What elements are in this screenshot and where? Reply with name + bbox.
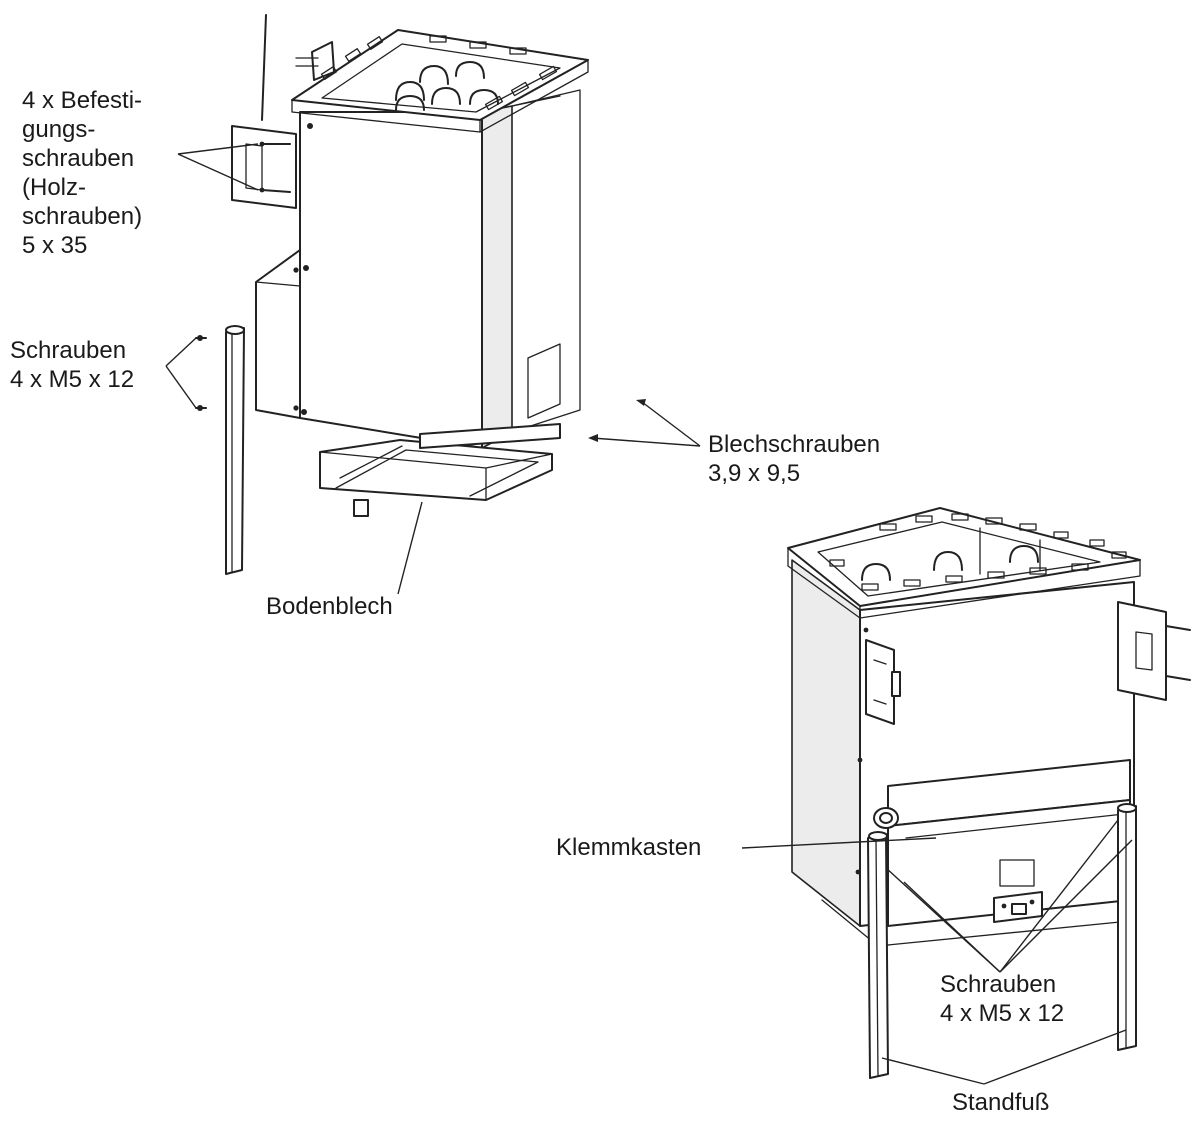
label-klemmkasten: Klemmkasten xyxy=(556,833,701,862)
label-line: Schrauben xyxy=(10,337,127,364)
label-bodenblech: Bodenblech xyxy=(266,592,393,621)
right-heater-assembled xyxy=(787,507,1191,1079)
label-standfuss: Standfuß xyxy=(952,1088,1049,1117)
label-line: gungs- xyxy=(22,116,96,143)
label-schrauben-right: Schrauben 4 x M5 x 12 xyxy=(940,970,1064,1028)
label-line: schrauben) xyxy=(22,203,143,230)
label-line: 4 x M5 x 12 xyxy=(940,1000,1065,1027)
label-befestigungsschrauben: 4 x Befesti- gungs- schrauben (Holz- sch… xyxy=(22,86,142,260)
left-heater-exploded xyxy=(195,14,589,575)
label-line: Standfuß xyxy=(952,1089,1050,1116)
label-line: 4 x M5 x 12 xyxy=(10,366,135,393)
loose-screw-icon xyxy=(195,335,207,411)
label-line: 3,9 x 9,5 xyxy=(708,460,801,487)
label-blechschrauben: Blechschrauben 3,9 x 9,5 xyxy=(708,430,880,488)
label-schrauben-left: Schrauben 4 x M5 x 12 xyxy=(10,336,134,394)
label-line: 4 x Befesti- xyxy=(22,87,143,114)
leader-lines xyxy=(165,143,1133,1085)
label-line: Bodenblech xyxy=(266,593,393,620)
label-line: (Holz- xyxy=(22,174,86,201)
label-line: Blechschrauben xyxy=(708,431,881,458)
label-line: Schrauben xyxy=(940,971,1057,998)
label-line: schrauben xyxy=(22,145,135,172)
label-line: Klemmkasten xyxy=(556,834,702,861)
label-line: 5 x 35 xyxy=(22,232,88,259)
